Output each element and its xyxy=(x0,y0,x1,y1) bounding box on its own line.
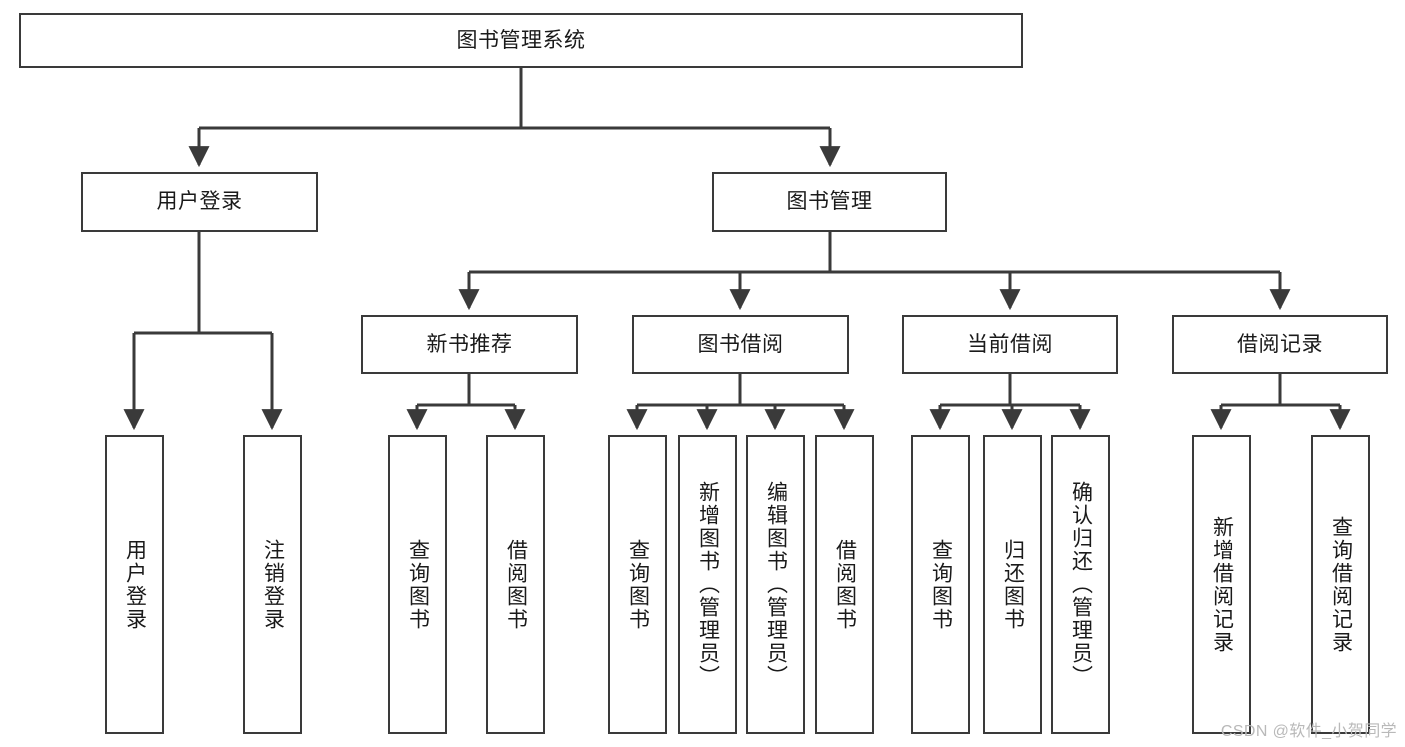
leaf-query-book-borrow[interactable]: 查询图书 xyxy=(608,435,667,734)
leaf-query-borrow-record-label: 查询借阅记录 xyxy=(1329,515,1353,654)
node-root[interactable]: 图书管理系统 xyxy=(19,13,1023,68)
node-user-login[interactable]: 用户登录 xyxy=(81,172,318,232)
watermark: CSDN @软件_小贺同学 xyxy=(1220,723,1397,740)
leaf-logout[interactable]: 注销登录 xyxy=(243,435,302,734)
leaf-query-book-current-label: 查询图书 xyxy=(929,538,953,631)
leaf-edit-book-admin[interactable]: 编辑图书（管理员） xyxy=(746,435,805,734)
leaf-query-book-recommend[interactable]: 查询图书 xyxy=(388,435,447,734)
leaf-logout-label: 注销登录 xyxy=(261,538,285,631)
node-borrow-records-label: 借阅记录 xyxy=(1237,332,1323,356)
leaf-edit-book-admin-label: 编辑图书（管理员） xyxy=(764,481,788,688)
leaf-borrow-book-recommend-label: 借阅图书 xyxy=(504,538,528,631)
leaf-add-book-admin-label: 新增图书（管理员） xyxy=(696,481,720,688)
node-book-borrow[interactable]: 图书借阅 xyxy=(632,315,849,374)
leaf-query-book-recommend-label: 查询图书 xyxy=(406,538,430,631)
leaf-borrow-book-recommend[interactable]: 借阅图书 xyxy=(486,435,545,734)
leaf-return-book-label: 归还图书 xyxy=(1001,538,1025,631)
leaf-return-book[interactable]: 归还图书 xyxy=(983,435,1042,734)
leaf-add-borrow-record[interactable]: 新增借阅记录 xyxy=(1192,435,1251,734)
leaf-confirm-return-admin[interactable]: 确认归还（管理员） xyxy=(1051,435,1110,734)
node-new-book-recommend[interactable]: 新书推荐 xyxy=(361,315,578,374)
leaf-query-borrow-record[interactable]: 查询借阅记录 xyxy=(1311,435,1370,734)
node-root-label: 图书管理系统 xyxy=(456,28,586,52)
leaf-confirm-return-admin-label: 确认归还（管理员） xyxy=(1069,481,1093,688)
node-book-management[interactable]: 图书管理 xyxy=(712,172,947,232)
node-borrow-records[interactable]: 借阅记录 xyxy=(1172,315,1388,374)
leaf-borrow-book-label: 借阅图书 xyxy=(833,538,857,631)
leaf-user-login-label: 用户登录 xyxy=(123,538,147,631)
leaf-query-book-borrow-label: 查询图书 xyxy=(626,538,650,631)
leaf-query-book-current[interactable]: 查询图书 xyxy=(911,435,970,734)
leaf-add-borrow-record-label: 新增借阅记录 xyxy=(1210,515,1234,654)
node-user-login-label: 用户登录 xyxy=(156,190,243,214)
node-current-borrow[interactable]: 当前借阅 xyxy=(902,315,1118,374)
leaf-add-book-admin[interactable]: 新增图书（管理员） xyxy=(678,435,737,734)
leaf-borrow-book[interactable]: 借阅图书 xyxy=(815,435,874,734)
node-new-book-recommend-label: 新书推荐 xyxy=(426,332,513,356)
node-book-management-label: 图书管理 xyxy=(786,190,873,214)
leaf-user-login[interactable]: 用户登录 xyxy=(105,435,164,734)
node-book-borrow-label: 图书借阅 xyxy=(697,332,784,356)
node-current-borrow-label: 当前借阅 xyxy=(967,332,1053,356)
